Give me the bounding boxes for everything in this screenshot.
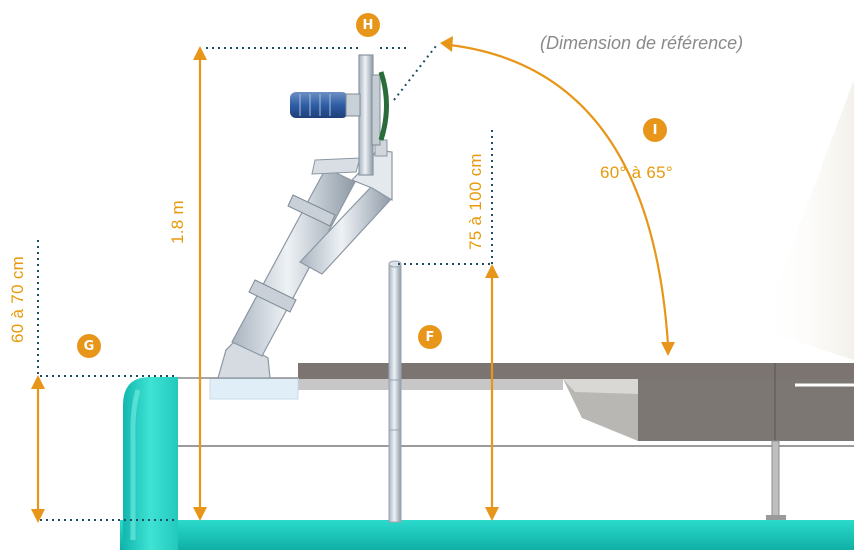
rail-height-label: 60 à 70 cm <box>8 255 27 343</box>
deck-structure <box>178 363 854 522</box>
angle-label: 60° à 65° <box>600 163 674 182</box>
reference-note: (Dimension de référence) <box>540 33 744 53</box>
badge-g: G <box>77 334 101 358</box>
total-height-label: 1.8 m <box>168 199 187 244</box>
badge-f: F <box>418 325 442 349</box>
equipment-mount <box>217 54 393 379</box>
post-height-label: 75 à 100 cm <box>466 153 485 250</box>
hull-bottom <box>120 520 854 550</box>
dimension-arrows <box>31 36 675 523</box>
badge-i: I <box>643 118 667 142</box>
light-beam <box>760 80 854 360</box>
dotted-guides <box>37 45 493 521</box>
hull-rail <box>123 377 178 550</box>
vertical-post <box>388 260 402 523</box>
badge-h: H <box>356 13 380 37</box>
